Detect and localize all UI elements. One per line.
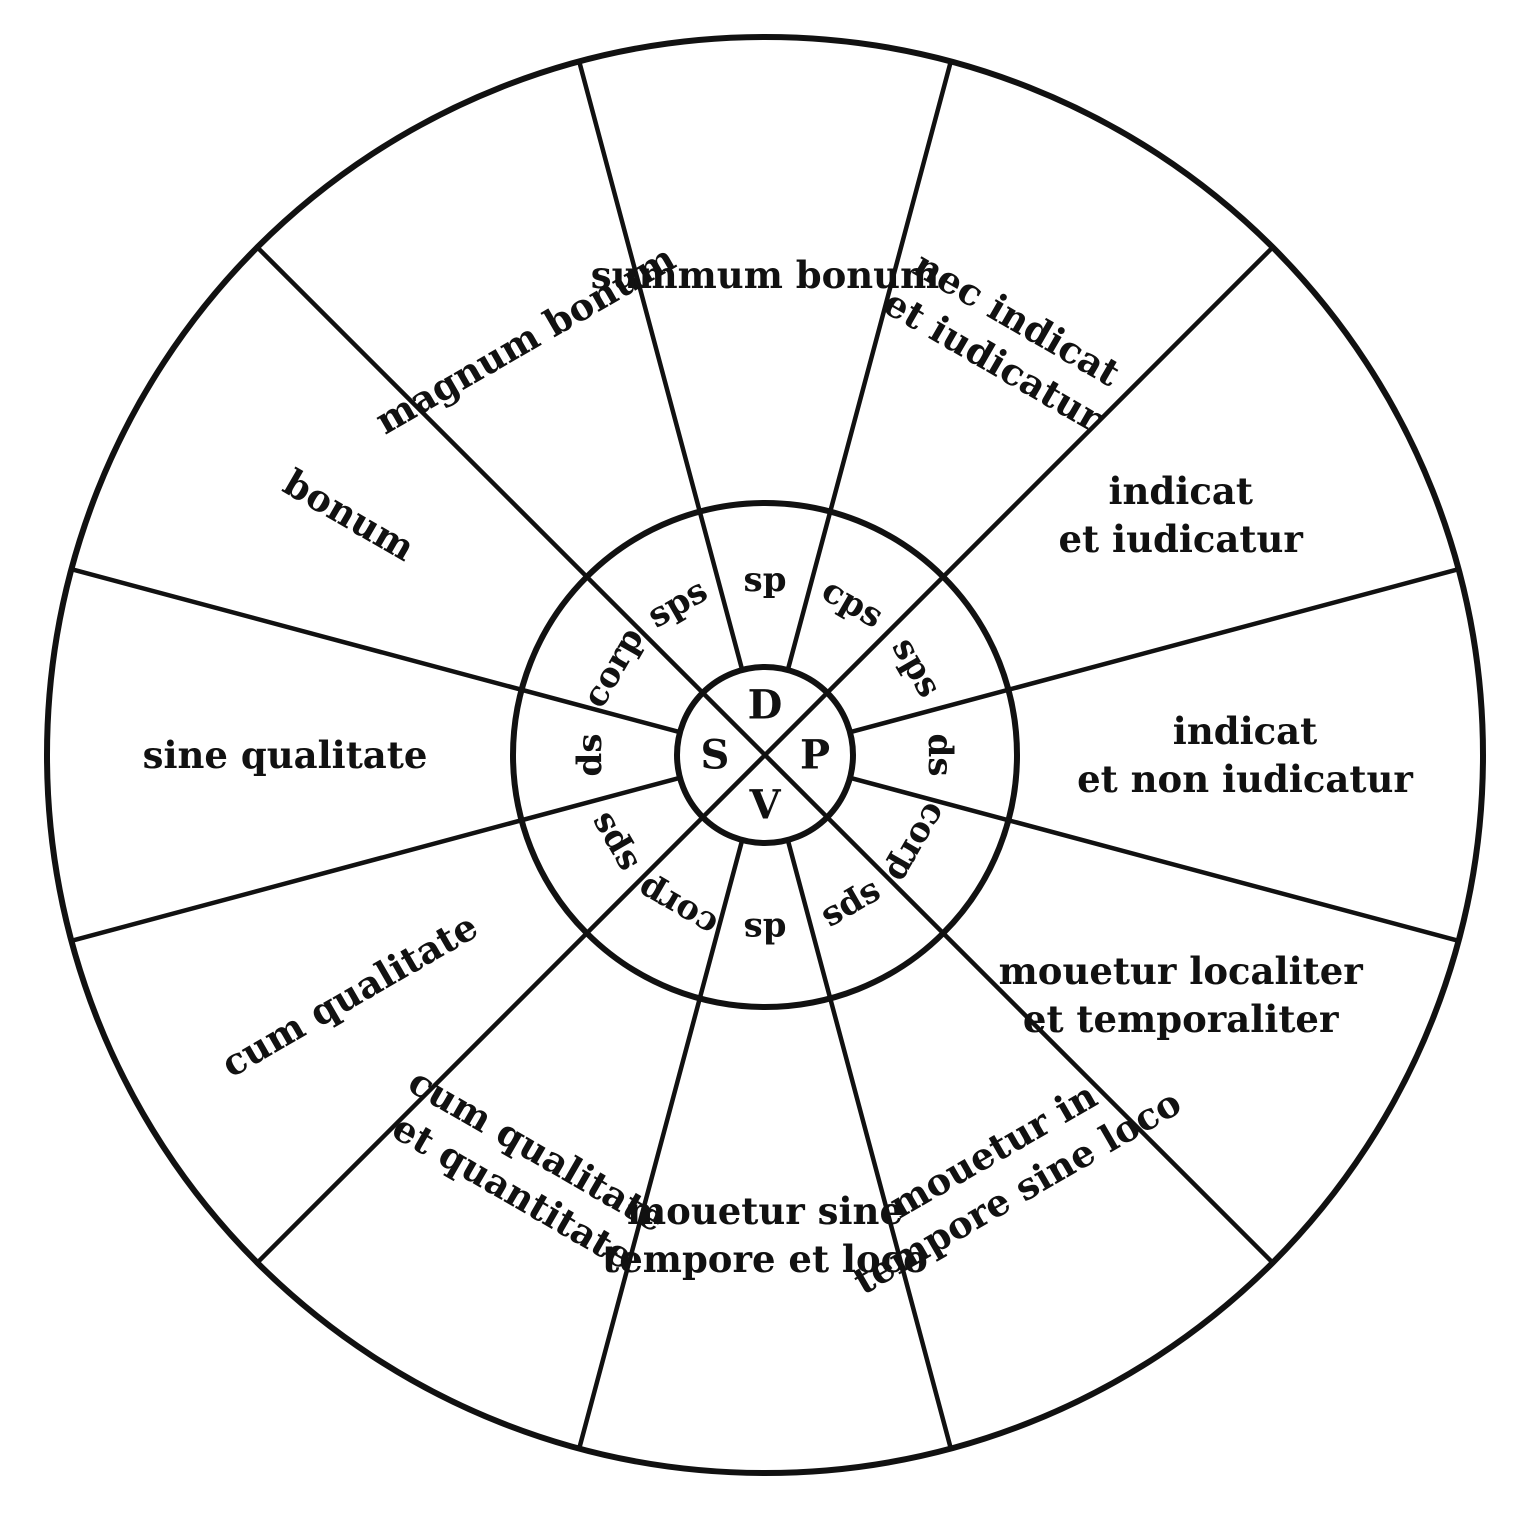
middle-sector-label: cps bbox=[815, 570, 890, 636]
middle-sector-label: corp bbox=[631, 868, 725, 945]
center-letter: D bbox=[748, 682, 783, 729]
middle-sector-label: ds bbox=[744, 910, 787, 950]
middle-sector-label: sps bbox=[816, 874, 890, 940]
inner-ring-circle bbox=[674, 664, 856, 846]
center-letter: P bbox=[800, 732, 830, 779]
middle-sector-label: corp bbox=[575, 621, 652, 715]
outer-sector-label: indicat bbox=[1173, 709, 1317, 753]
sector-divider bbox=[785, 837, 954, 1451]
outer-sector-label: et iudicatur bbox=[1059, 517, 1304, 561]
outer-sector-label: summum bonum bbox=[591, 253, 939, 297]
outer-sector-label: tempore et loco bbox=[602, 1237, 928, 1281]
center-dividers bbox=[700, 690, 830, 820]
sector-divider bbox=[824, 245, 1275, 696]
sector-dividers bbox=[69, 59, 1461, 1451]
outer-sector-label: sine qualitate bbox=[143, 733, 428, 777]
outer-ring-circle bbox=[44, 34, 1486, 1476]
outer-sector-label: mouetur localiter bbox=[999, 949, 1364, 993]
sector-divider bbox=[69, 566, 683, 735]
center-divider bbox=[700, 690, 830, 820]
outer-sector-label: cum qualitate bbox=[214, 904, 485, 1086]
middle-ring-circle bbox=[510, 500, 1020, 1010]
sector-divider bbox=[847, 775, 1461, 944]
outer-sector-label: bonum bbox=[276, 460, 422, 570]
sector-divider bbox=[69, 775, 683, 944]
middle-sector-label: sps bbox=[641, 571, 715, 637]
middle-sector-label: sps bbox=[884, 631, 950, 705]
middle-sector-label: ds bbox=[920, 734, 960, 777]
middle-sector-label: sp bbox=[744, 560, 787, 600]
outer-sector-label: et temporaliter bbox=[1023, 997, 1339, 1041]
sector-divider bbox=[576, 837, 745, 1451]
center-letter: S bbox=[701, 732, 730, 779]
sector-divider bbox=[824, 814, 1275, 1265]
sector-divider bbox=[847, 566, 1461, 735]
outer-sector-label: mouetur sine bbox=[627, 1189, 903, 1233]
sector-divider bbox=[576, 59, 745, 673]
outer-sector-label: et non iudicatur bbox=[1077, 757, 1413, 801]
sector-divider bbox=[785, 59, 954, 673]
sector-divider bbox=[255, 814, 706, 1265]
outer-sector-sine-qualitate: sine qualitate bbox=[143, 733, 428, 777]
center-letter: V bbox=[748, 782, 781, 829]
outer-sector-label: indicat bbox=[1108, 469, 1252, 513]
outer-sector-summum-bonum: summum bonum bbox=[591, 253, 939, 297]
middle-sector-label: corp bbox=[878, 796, 955, 890]
outer-sector-bonum: bonum bbox=[276, 460, 422, 570]
sector-divider bbox=[255, 245, 706, 696]
middle-sector-label: sps bbox=[581, 806, 647, 880]
middle-sector-label: ds bbox=[570, 734, 610, 777]
outer-sector-cum-qualitate: cum qualitate bbox=[214, 904, 485, 1086]
